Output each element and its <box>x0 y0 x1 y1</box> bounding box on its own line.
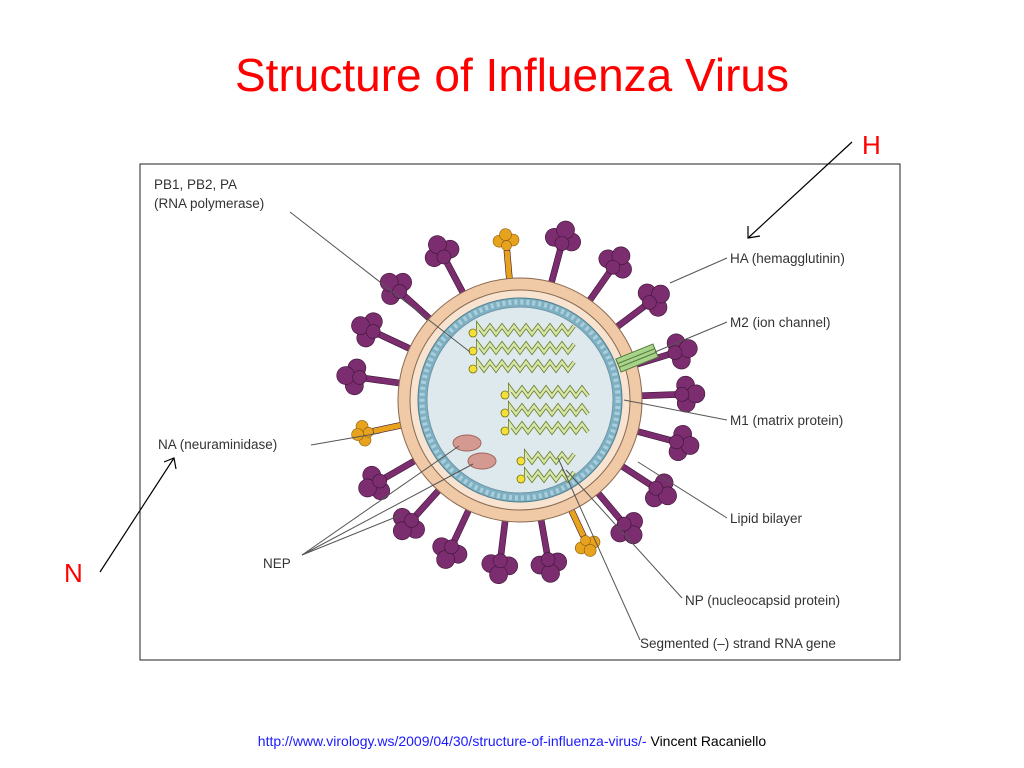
source-link[interactable]: http://www.virology.ws/2009/04/30/struct… <box>257 733 647 749</box>
nep-particle <box>467 452 497 470</box>
leader-line-nep <box>301 445 460 556</box>
label-m1: M1 (matrix protein) <box>730 413 843 428</box>
rna-segment <box>468 338 576 356</box>
label-nep: NEP <box>263 556 291 571</box>
n-annotation-arrow <box>99 457 175 573</box>
ha-spike <box>544 220 581 297</box>
leader-line-ha <box>669 257 728 284</box>
matrix-beads <box>419 299 621 501</box>
diagram-frame <box>139 163 901 661</box>
leader-line-rna <box>557 457 641 641</box>
label-lipid: Lipid bilayer <box>730 511 803 526</box>
source-author: Vincent Racaniello <box>646 733 767 749</box>
label-na: NA (neuraminidase) <box>158 437 277 452</box>
slide-title: Structure of Influenza Virus <box>235 49 789 101</box>
rna-segment <box>500 400 590 418</box>
label-np: NP (nucleocapsid protein) <box>685 593 840 608</box>
ha-spike <box>530 505 567 583</box>
leader-line-lipid <box>637 461 728 519</box>
label-polymerase-2: (RNA polymerase) <box>154 196 264 211</box>
rna-segments <box>468 320 590 484</box>
label-polymerase-1: PB1, PB2, PA <box>154 177 237 192</box>
annotation-h: H <box>862 130 881 160</box>
label-ha: HA (hemagglutinin) <box>730 251 845 266</box>
rna-segment <box>516 466 576 484</box>
label-m2: M2 (ion channel) <box>730 315 831 330</box>
annotation-n: N <box>64 558 83 588</box>
leader-line-polymerase <box>289 211 471 353</box>
rna-segment <box>500 418 590 436</box>
leader-line-nep <box>301 463 474 556</box>
n-arrowhead <box>163 457 177 470</box>
rna-segment <box>468 320 576 338</box>
m2-ion-channel <box>615 343 659 373</box>
leader-line-m2 <box>654 321 728 353</box>
leader-line-m1 <box>623 399 728 421</box>
leader-line-na <box>310 432 381 446</box>
nep-particle <box>452 434 482 452</box>
leader-line-np <box>565 469 683 599</box>
h-arrowhead <box>747 226 761 239</box>
leader-line-nep <box>301 514 402 556</box>
ha-spike <box>336 358 414 396</box>
rna-segment <box>500 382 590 400</box>
source-citation: http://www.virology.ws/2009/04/30/struct… <box>0 733 1024 749</box>
rna-segment <box>516 448 576 466</box>
label-rna: Segmented (–) strand RNA gene <box>640 636 836 651</box>
rna-segment <box>468 356 576 374</box>
h-annotation-arrow <box>747 141 853 239</box>
